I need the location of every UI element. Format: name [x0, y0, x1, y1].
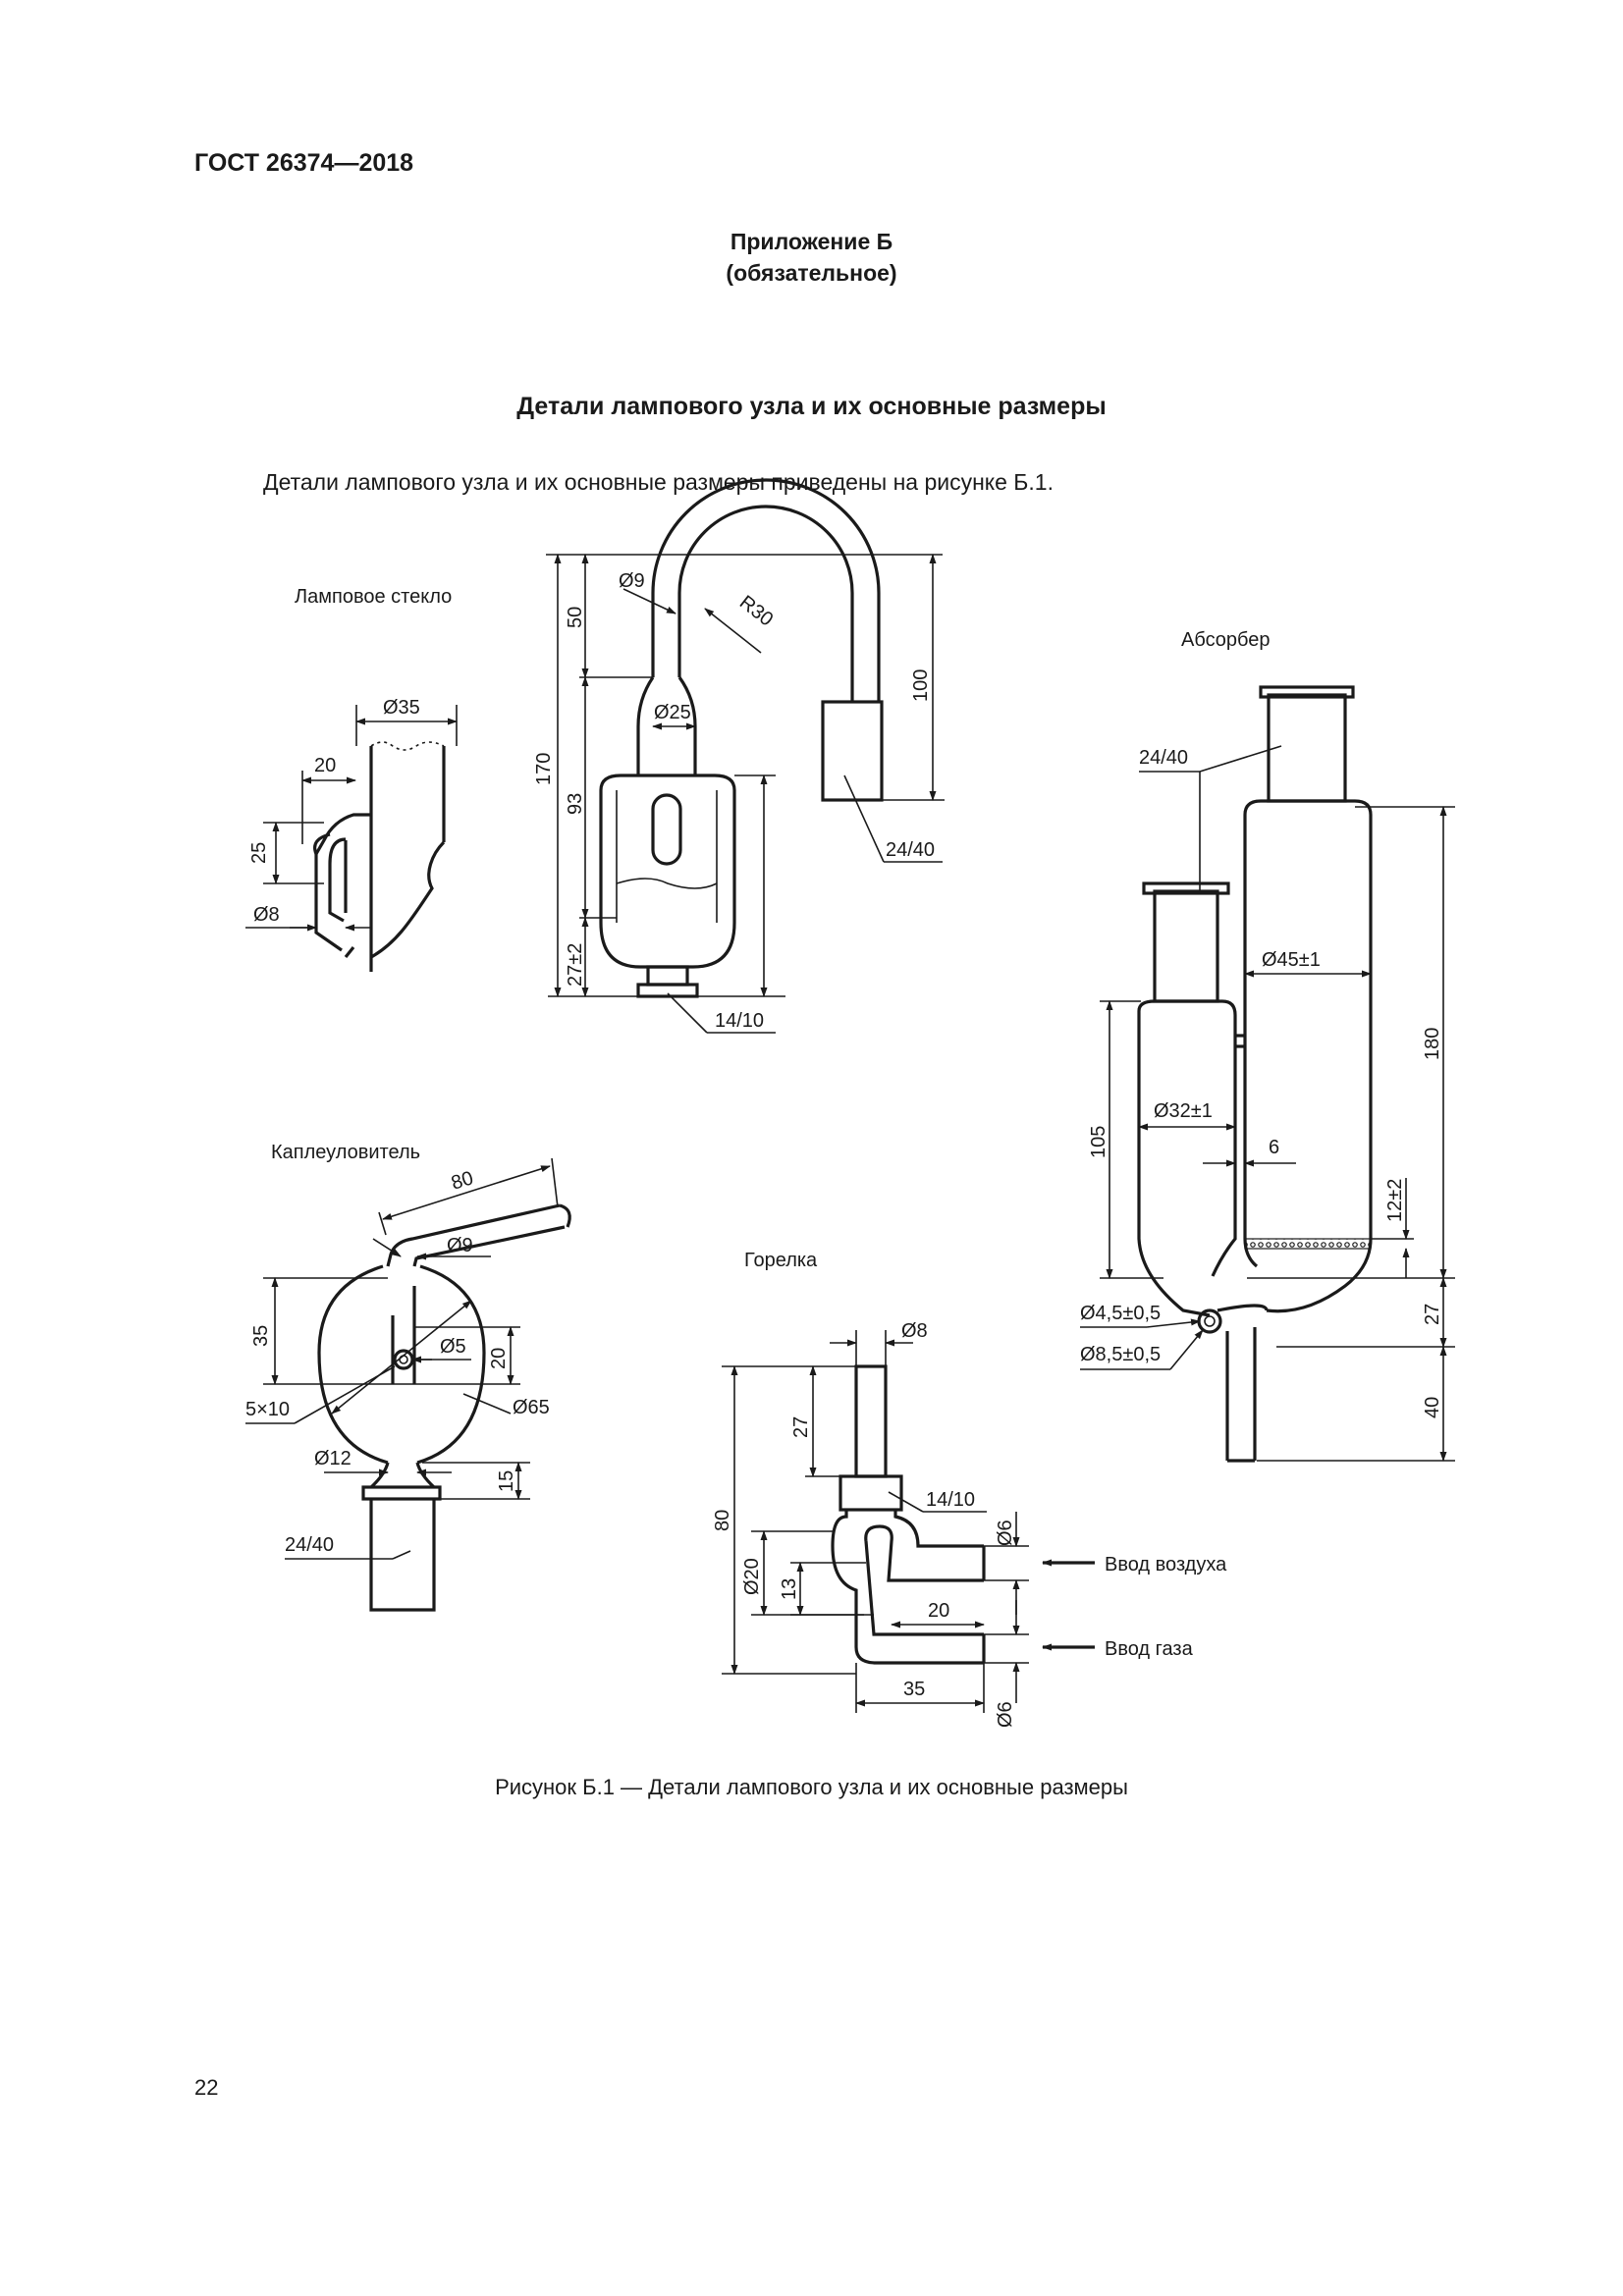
burner-dim-d20: Ø20: [741, 1558, 763, 1595]
drip-catcher-dimensions: 80 Ø9 35 20 Ø5 5×10 Ø65 Ø12: [245, 1157, 559, 1560]
lamp-glass-outline: [313, 741, 446, 972]
absorber-dim-w6: 6: [1269, 1137, 1279, 1158]
drip-catcher-dim-s510: 5×10: [245, 1399, 290, 1420]
chimney-dim-j1410: 14/10: [715, 1010, 764, 1032]
appendix-title: Приложение Б: [730, 229, 893, 254]
body-paragraph: Детали лампового узла и их основные разм…: [263, 469, 1054, 495]
drip-catcher-dim-j2440: 24/40: [285, 1534, 334, 1556]
absorber-dim-h12: 12±2: [1384, 1179, 1406, 1222]
burner-dim-h80: 80: [712, 1510, 733, 1531]
chimney-dim-h93: 93: [565, 793, 586, 815]
burner-part: Горелка Ø8 27 80 14/10: [712, 1250, 1227, 1728]
chimney-dim-d25: Ø25: [654, 702, 691, 723]
chimney-outline: [599, 478, 884, 998]
drip-catcher-label: Каплеуловитель: [271, 1142, 420, 1163]
chimney-dim-h100: 100: [910, 669, 932, 702]
burner-dim-d6a: Ø6: [995, 1520, 1016, 1546]
drip-catcher-dim-d65: Ø65: [513, 1397, 550, 1418]
burner-dim-j1410: 14/10: [926, 1489, 975, 1511]
burner-label: Горелка: [744, 1250, 818, 1271]
drip-catcher-part: Каплеуловитель 80 Ø9: [245, 1142, 571, 1612]
chimney-dim-j2440: 24/40: [886, 839, 935, 861]
chimney-part: 170 50 93 27±2 100 Ø25 Ø9 R30 24/40: [533, 478, 945, 1034]
absorber-dim-h40: 40: [1422, 1397, 1443, 1418]
absorber-dim-h180: 180: [1422, 1028, 1443, 1060]
burner-outline: [831, 1364, 986, 1665]
absorber-dim-d85: Ø8,5±0,5: [1080, 1344, 1161, 1365]
burner-dim-d6b: Ø6: [995, 1701, 1016, 1728]
burner-gas-inlet-label: Ввод газа: [1105, 1638, 1194, 1660]
absorber-label: Абсорбер: [1181, 629, 1271, 651]
drip-catcher-dim-d12: Ø12: [314, 1448, 352, 1469]
chimney-dim-d9: Ø9: [619, 570, 645, 592]
burner-dim-h13: 13: [779, 1578, 800, 1600]
chimney-dim-h170: 170: [533, 753, 555, 785]
absorber-dim-d32: Ø32±1: [1154, 1100, 1213, 1122]
lamp-glass-dim-d35: Ø35: [383, 697, 420, 719]
drip-catcher-dim-d9: Ø9: [447, 1235, 473, 1256]
drip-catcher-dim-d5: Ø5: [440, 1336, 466, 1358]
absorber-outline: [1137, 685, 1373, 1463]
absorber-dimensions: 180 Ø45±1 105 Ø32±1 6 12±2 27 40 Ø4,5±0,: [1080, 745, 1455, 1462]
burner-dimensions: Ø8 27 80 14/10 Ø6 Ø20 13 20: [712, 1320, 1227, 1728]
drip-catcher-dim-h35: 35: [250, 1325, 272, 1347]
lamp-glass-dim-h25: 25: [248, 842, 270, 864]
document-standard-number: ГОСТ 26374—2018: [194, 149, 414, 177]
lamp-glass-dimensions: Ø35 20 25 Ø8: [245, 697, 458, 932]
burner-dim-w35: 35: [903, 1679, 925, 1700]
absorber-dim-d45: Ø45±1: [1262, 949, 1321, 971]
drip-catcher-dim-h15: 15: [496, 1470, 517, 1492]
burner-dim-w20: 20: [928, 1600, 949, 1622]
lamp-glass-label: Ламповое стекло: [295, 586, 452, 608]
chimney-dim-r30: R30: [735, 592, 777, 631]
chimney-dim-h50: 50: [565, 607, 586, 628]
absorber-dim-d45s: Ø4,5±0,5: [1080, 1303, 1161, 1324]
absorber-dim-h27: 27: [1422, 1304, 1443, 1325]
section-heading: Детали лампового узла и их основные разм…: [516, 393, 1107, 420]
lamp-glass-dim-w20: 20: [314, 755, 336, 776]
chimney-dim-h27: 27±2: [565, 943, 586, 987]
appendix-block: Приложение Б (обязательное): [0, 226, 1623, 289]
absorber-dim-h105: 105: [1088, 1126, 1109, 1158]
drip-catcher-dim-h20: 20: [488, 1348, 510, 1369]
figure-caption: Рисунок Б.1 — Детали лампового узла и их…: [495, 1775, 1128, 1799]
burner-air-inlet-label: Ввод воздуха: [1105, 1554, 1227, 1575]
burner-dim-h27: 27: [790, 1416, 812, 1438]
appendix-status: (обязательное): [726, 260, 897, 286]
lamp-glass-part: Ламповое стекло Ø35 20 25: [245, 586, 458, 972]
absorber-dim-j2440: 24/40: [1139, 747, 1188, 769]
burner-dim-d8: Ø8: [901, 1320, 928, 1342]
lamp-glass-dim-d8: Ø8: [253, 904, 280, 926]
page-number: 22: [194, 2075, 219, 2100]
absorber-part: Абсорбер 180 Ø45±1: [1080, 629, 1455, 1463]
